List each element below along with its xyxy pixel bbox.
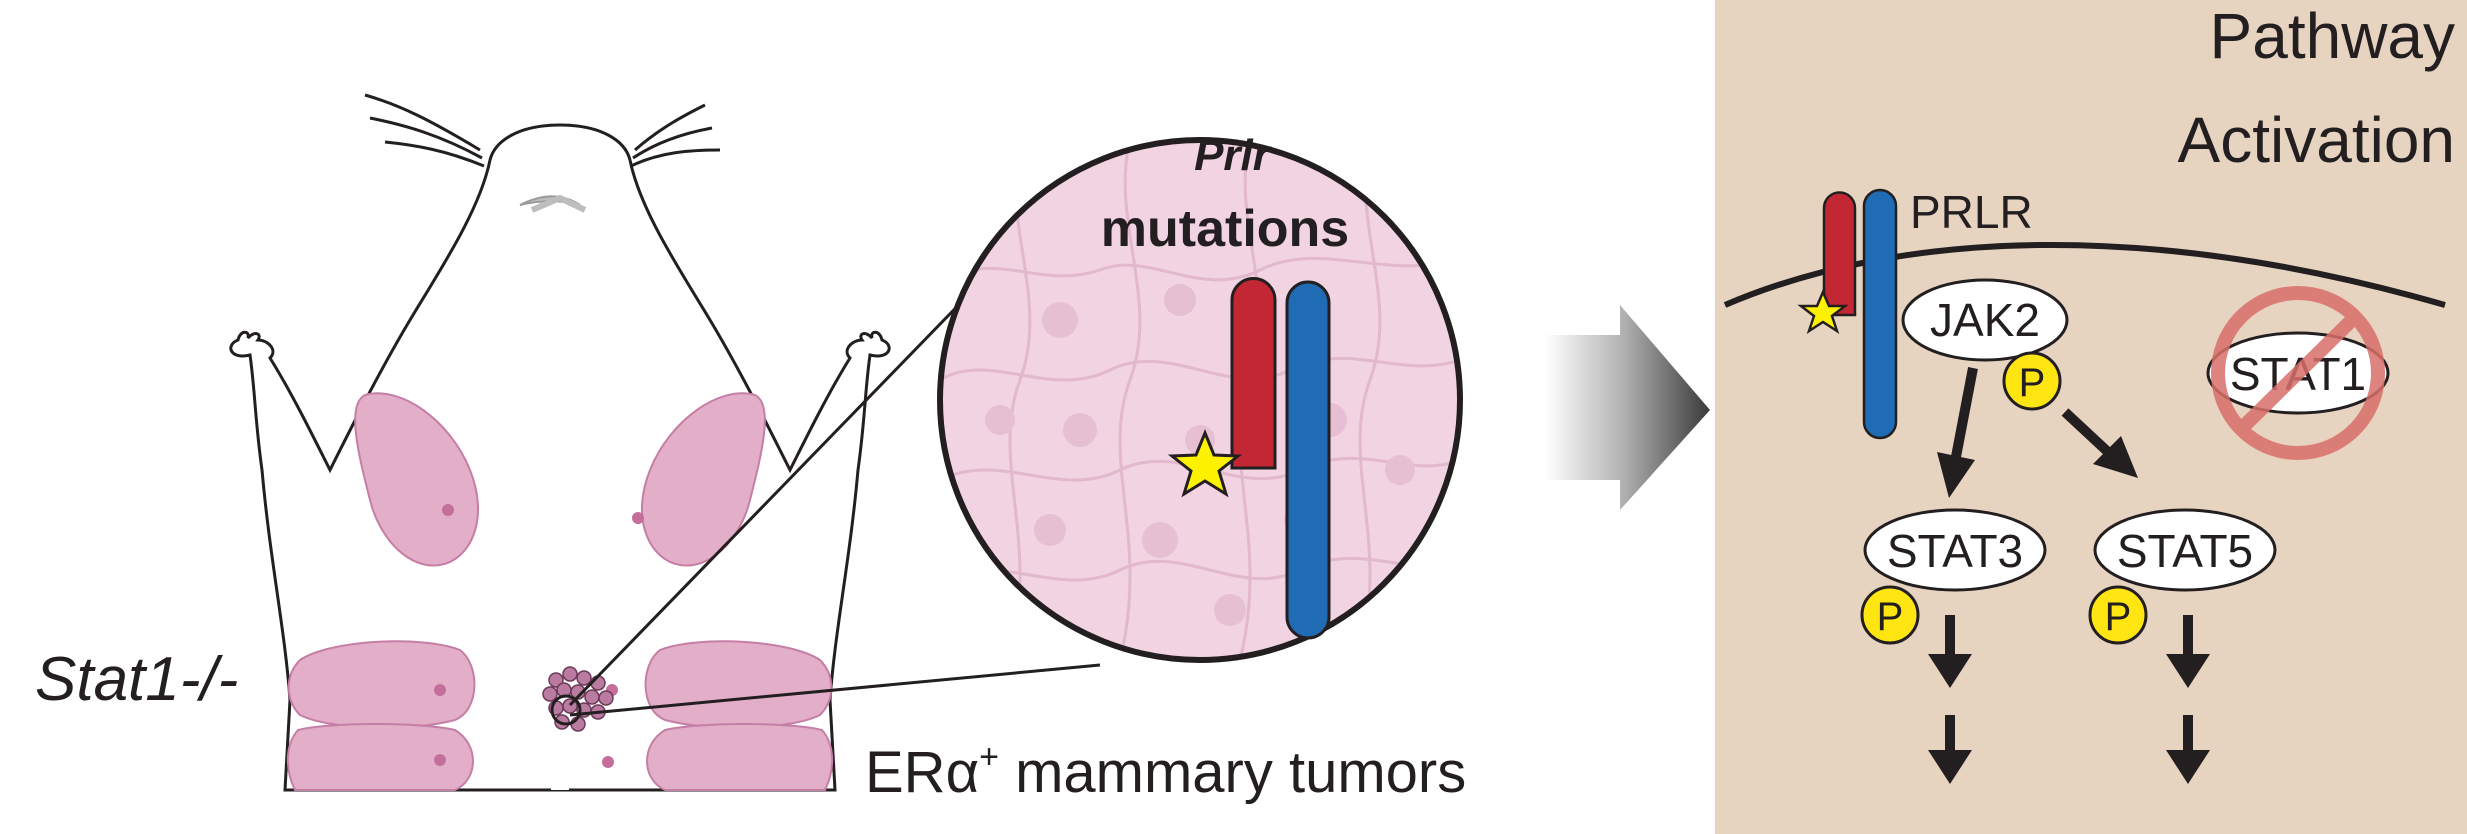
gland-lower-right-2: [646, 723, 834, 791]
phospho-stat5: [2088, 585, 2148, 645]
mouse-body: [229, 123, 891, 792]
gland-nucleus: [602, 756, 614, 768]
caption-tumor-type: ERα+ mammary tumors: [865, 738, 1466, 805]
transition-arrow: [1545, 305, 1710, 510]
phospho-label: P: [2105, 595, 2132, 639]
gland-lower-left-1: [287, 640, 476, 729]
gland-upper-right: [641, 392, 766, 567]
mutation-star: [1797, 288, 1849, 334]
gland-lower-left-2: [286, 723, 474, 791]
gland-nucleus: [434, 754, 446, 766]
node-jak2-label: JAK2: [1930, 294, 2040, 346]
gland-nucleus: [632, 512, 644, 524]
pathway-title-line2: Activation: [2178, 104, 2455, 176]
node-stat5: [2093, 508, 2277, 592]
zoom-title-mutations: mutations: [1101, 200, 1349, 258]
whiskers: [364, 93, 721, 168]
gland-upper-left: [354, 392, 479, 567]
zoom-circle-border: [937, 137, 1463, 663]
zoom-line-lower: [569, 663, 1101, 717]
phospho-label: P: [2019, 361, 2046, 405]
receptor-red-chain: [1822, 191, 1857, 317]
prohibit-icon: [2211, 286, 2385, 460]
phospho-jak2: [2002, 351, 2062, 411]
zoom-circle: Prlr mutations: [937, 131, 1463, 663]
pathway-panel: [1715, 0, 2467, 834]
cell-membrane: [1723, 242, 2446, 308]
gland-nucleus: [434, 684, 446, 696]
pathway-title-line1: Pathway: [2210, 0, 2455, 72]
gland-lower-right-1: [644, 640, 833, 729]
node-stat3: [1863, 508, 2047, 592]
cell-nuclei: [985, 284, 1415, 626]
nose-shade: [530, 194, 587, 213]
phospho-label: P: [1877, 595, 1904, 639]
receptor-blue-chain: [1862, 188, 1898, 440]
receptor-label: PRLR: [1910, 186, 2033, 238]
mouse-illustration: [229, 93, 891, 792]
mutation-star-zoom: [1167, 429, 1243, 498]
signal-arrows: [1928, 367, 2210, 784]
node-stat5-label: STAT5: [2117, 525, 2253, 577]
node-stat3-label: STAT3: [1887, 525, 2023, 577]
receptor-red-chain-zoom: [1230, 277, 1277, 470]
receptor-blue-chain-zoom: [1285, 280, 1331, 640]
genotype-label: Stat1-/-: [35, 645, 238, 714]
gland-nucleus: [442, 504, 454, 516]
zoom-title-gene: Prlr: [1194, 131, 1273, 180]
tumor-focus-ring: [550, 694, 582, 726]
phospho-stat3: [1860, 585, 1920, 645]
node-jak2: [1901, 278, 2069, 362]
